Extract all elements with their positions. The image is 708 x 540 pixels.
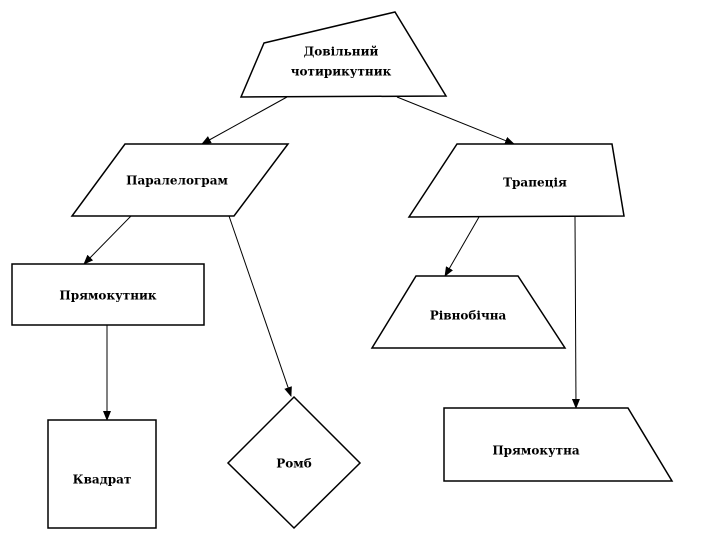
node-arbitrary-quadrilateral: Довільний чотирикутник [239, 11, 448, 98]
square-shape [47, 419, 157, 529]
parallelogram-shape [70, 143, 290, 217]
node-rhombus: Ромб [226, 395, 362, 530]
rhombus-shape [226, 395, 362, 530]
trapezoid-shape [407, 143, 625, 218]
node-trapezoid: Трапеція [407, 143, 625, 218]
edge-trapezoid-to-right-trapezoid [571, 216, 580, 409]
edge-parallelogram-to-rhombus [228, 215, 292, 397]
node-rectangle: Прямокутник [11, 263, 205, 326]
arbitrary-quadrilateral-label-line2: чотирикутник [291, 65, 392, 79]
square-label: Квадрат [73, 473, 132, 487]
edge-root-to-trapezoid [396, 96, 515, 145]
isosceles-trapezoid-shape [370, 275, 567, 349]
trapezoid-label: Трапеція [503, 176, 567, 190]
rectangle-shape [11, 263, 205, 326]
edge-trapezoid-to-isosceles [444, 216, 480, 277]
isosceles-trapezoid-label: Рівнобічна [430, 309, 507, 323]
parallelogram-label: Паралелограм [126, 174, 228, 188]
edge-parallelogram-to-rectangle [83, 215, 132, 265]
node-square: Квадрат [47, 419, 157, 529]
right-trapezoid-shape [443, 407, 674, 482]
rectangle-label: Прямокутник [59, 289, 156, 303]
edge-root-to-parallelogram [201, 96, 288, 145]
rhombus-label: Ромб [276, 457, 311, 471]
arbitrary-quadrilateral-label-line1: Довільний [304, 45, 379, 59]
node-parallelogram: Паралелограм [70, 143, 290, 217]
node-right-trapezoid: Прямокутна [443, 407, 674, 482]
node-isosceles-trapezoid: Рівнобічна [370, 275, 567, 349]
right-trapezoid-label: Прямокутна [492, 444, 580, 458]
arbitrary-quadrilateral-shape [239, 11, 448, 98]
